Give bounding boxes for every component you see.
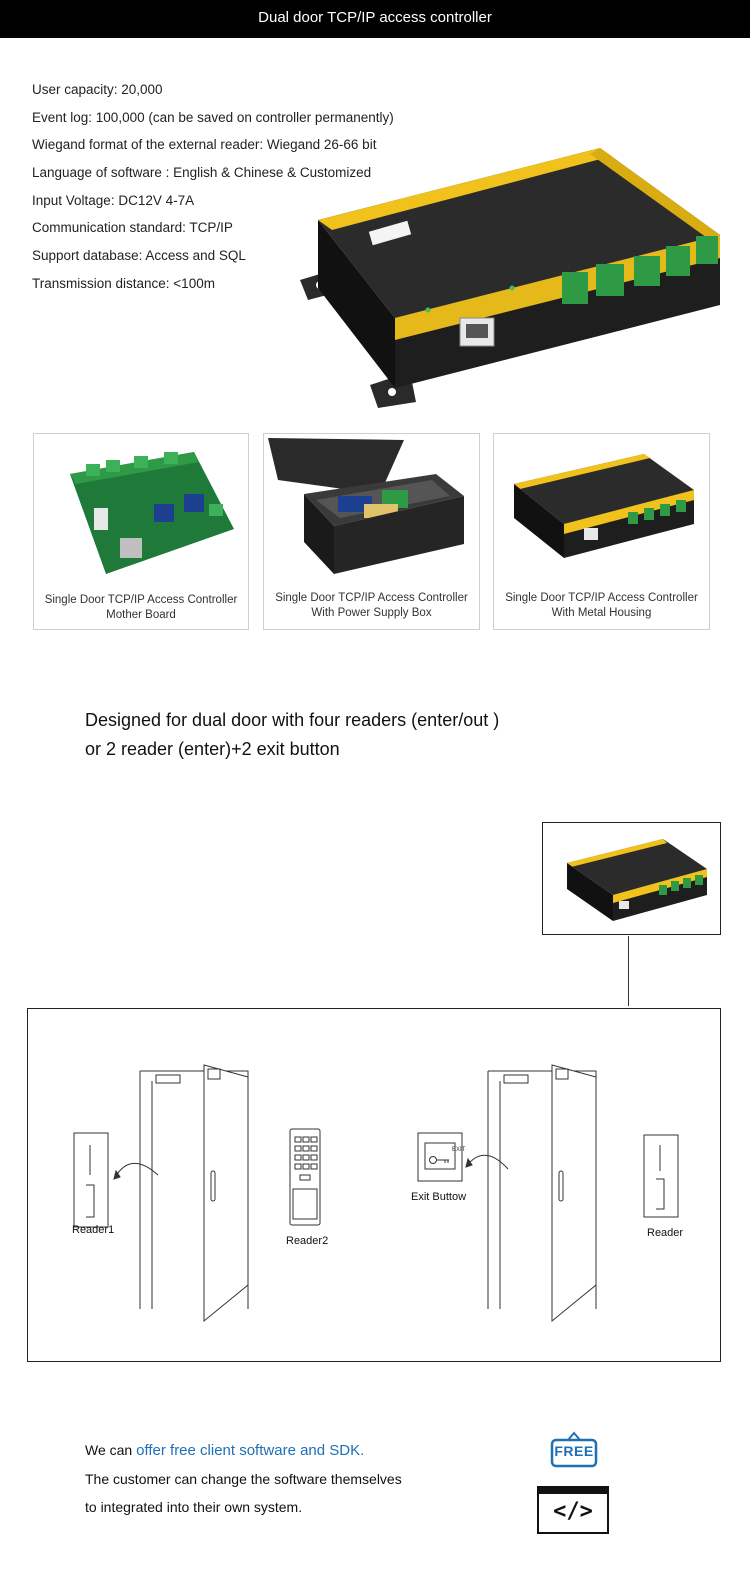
headline: Designed for dual door with four readers… [85, 706, 499, 764]
promo-line2: The customer can change the software the… [85, 1471, 402, 1487]
connector-line [628, 936, 629, 1006]
spec-user-capacity: User capacity: 20,000 [32, 82, 163, 97]
spec-distance: Transmission distance: <100m [32, 276, 215, 291]
promo-accent: offer free client software and SDK. [136, 1442, 365, 1459]
free-badge-icon: FREE [550, 1430, 598, 1468]
card-caption: Single Door TCP/IP Access Controller Wit… [275, 592, 468, 619]
door-wiring-diagram: Reader1 Reader2 EXIT Exit Buttow Reader [27, 1008, 721, 1362]
mother-board-image [70, 452, 234, 574]
label-reader: Reader [647, 1227, 684, 1239]
label-exit-button: Exit Buttow [411, 1191, 467, 1203]
page-header: Dual door TCP/IP access controller [0, 0, 750, 38]
controller-thumbnail-image [567, 839, 707, 921]
metal-housing-image [514, 454, 694, 558]
code-glyph: </> [553, 1499, 593, 1524]
spec-wiegand: Wiegand format of the external reader: W… [32, 137, 377, 152]
exit-sign-text: EXIT [452, 1147, 466, 1153]
power-supply-box-image [268, 438, 464, 574]
label-reader1: Reader1 [72, 1224, 115, 1236]
controller-product-image [300, 148, 720, 408]
page-title: Dual door TCP/IP access controller [258, 9, 492, 26]
spec-event-log: Event log: 100,000 (can be saved on cont… [32, 110, 394, 125]
card-power-supply-box: Single Door TCP/IP Access Controller Wit… [263, 433, 480, 630]
headline-line1: Designed for dual door with four readers… [85, 710, 500, 730]
code-window-icon: </> [537, 1486, 609, 1534]
card-caption: Single Door TCP/IP Access Controller Mot… [44, 594, 238, 621]
promo-line3: to integrated into their own system. [85, 1499, 303, 1515]
controller-thumbnail-box [542, 822, 721, 935]
label-reader2: Reader2 [286, 1235, 329, 1247]
spec-database: Support database: Access and SQL [32, 248, 246, 263]
headline-line2: or 2 reader (enter)+2 exit button [85, 739, 340, 759]
card-metal-housing: Single Door TCP/IP Access Controller Wit… [493, 433, 710, 630]
spec-language: Language of software : English & Chinese… [32, 165, 372, 180]
promo-line1: We can offer free client software and SD… [85, 1442, 365, 1459]
promo-text: We can offer free client software and SD… [85, 1436, 402, 1521]
door-diagram-drawing [73, 1064, 679, 1323]
card-mother-board: Single Door TCP/IP Access Controller Mot… [33, 433, 249, 630]
card-caption: Single Door TCP/IP Access Controller Wit… [505, 592, 698, 619]
spec-voltage: Input Voltage: DC12V 4-7A [32, 193, 195, 208]
free-badge-text: FREE [554, 1443, 594, 1459]
spec-communication: Communication standard: TCP/IP [32, 220, 233, 235]
